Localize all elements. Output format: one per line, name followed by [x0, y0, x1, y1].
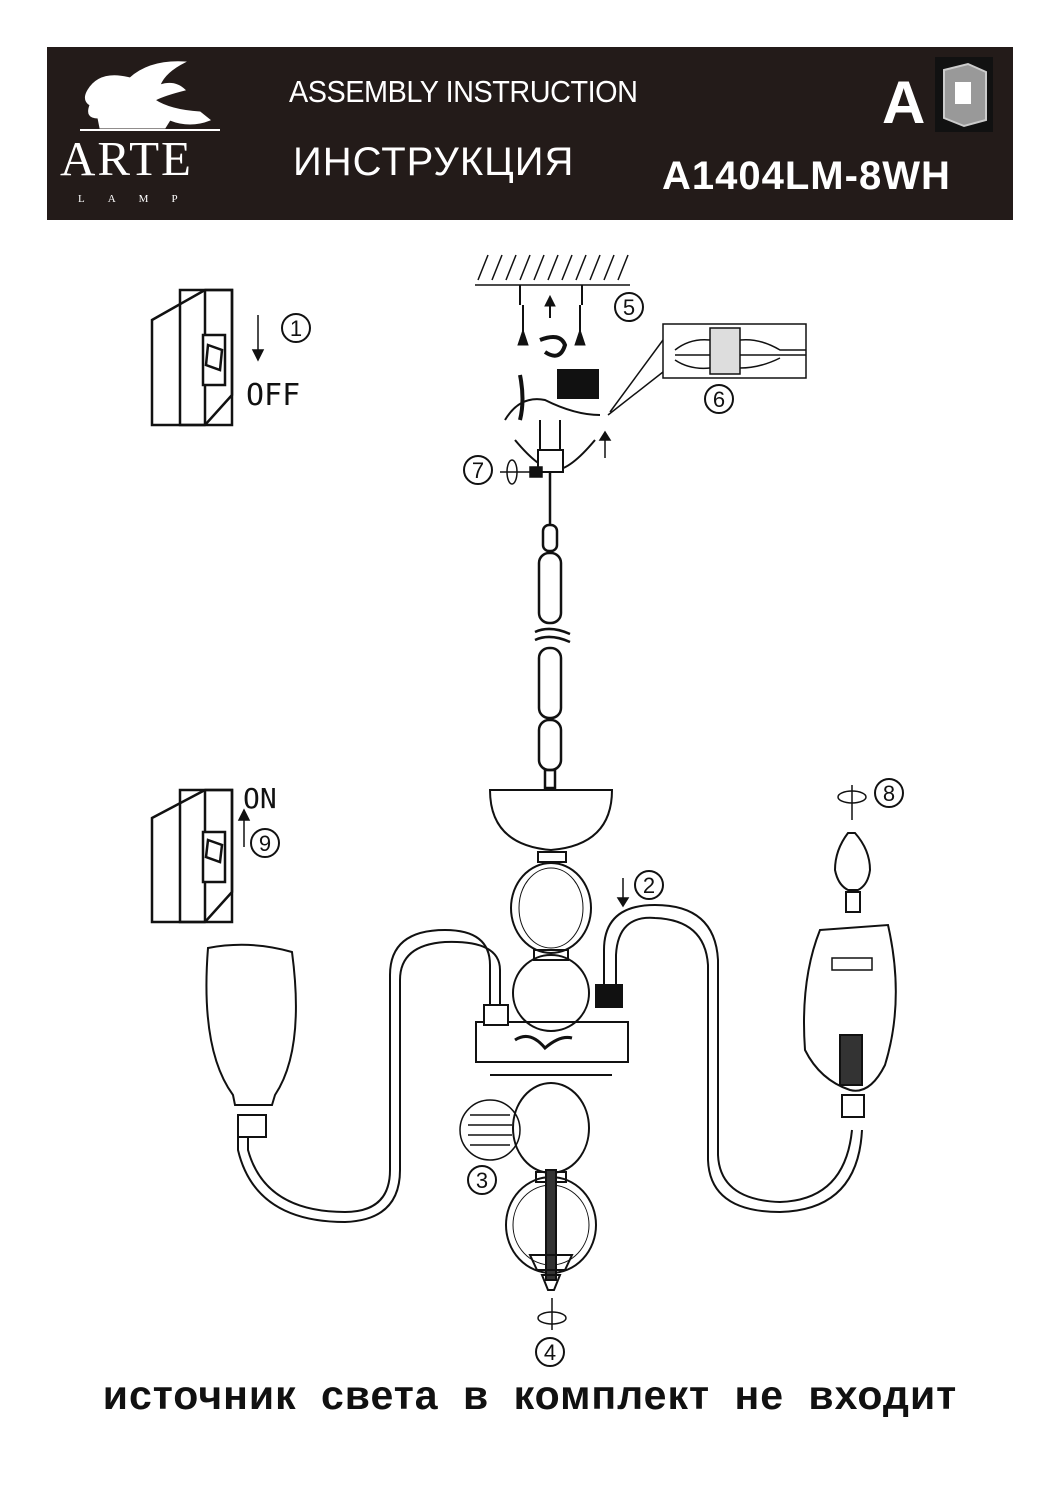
- step-3-label: 3: [476, 1168, 488, 1193]
- chandelier-arms: [237, 903, 865, 1224]
- footer-notice: источник света в комплект не входит: [102, 1372, 958, 1418]
- step-4-label: 4: [544, 1340, 556, 1365]
- title-russian: ИНСТРУКЦИЯ: [293, 140, 575, 184]
- mounting-bracket: [504, 369, 601, 473]
- category-letter: A: [882, 69, 926, 136]
- glass-shades: [205, 832, 897, 1106]
- wiring-detail-3: [459, 1034, 573, 1161]
- switch-on: [150, 788, 234, 924]
- on-label: ON: [243, 782, 277, 815]
- mounting-screws: [517, 294, 586, 358]
- brand-subtitle: LAMP: [78, 193, 201, 205]
- rotate-icons: [537, 785, 867, 1330]
- step-5-label: 5: [623, 295, 635, 320]
- step-6-label: 6: [713, 387, 725, 412]
- switch-off: [150, 288, 234, 427]
- wiring-detail-callout: [607, 323, 807, 416]
- step-9-label: 9: [259, 831, 271, 856]
- off-label: OFF: [246, 378, 300, 413]
- step-7-label: 7: [472, 458, 484, 483]
- suspension-chain: [534, 472, 571, 790]
- step-1-label: 1: [290, 316, 302, 341]
- brand-name: ARTE: [60, 131, 193, 186]
- info-book-icon: [935, 57, 993, 132]
- step-8-label: 8: [883, 781, 895, 806]
- title-english: ASSEMBLY INSTRUCTION: [289, 74, 638, 109]
- step7-rotate-icon: [500, 459, 543, 485]
- winged-lion-logo: [80, 61, 220, 131]
- step-markers: [250, 292, 904, 1367]
- chandelier-body: [475, 789, 629, 1291]
- model-number: A1404LM-8WH: [662, 154, 951, 198]
- step-numbers: 1 2 3 4 5 6 7 8 9 OFF ON: [243, 295, 895, 1365]
- info-glyph: i: [956, 80, 964, 111]
- direction-arrows: [237, 315, 630, 908]
- header-bar: [47, 47, 1013, 220]
- ceiling: [475, 254, 630, 305]
- step-2-label: 2: [643, 873, 655, 898]
